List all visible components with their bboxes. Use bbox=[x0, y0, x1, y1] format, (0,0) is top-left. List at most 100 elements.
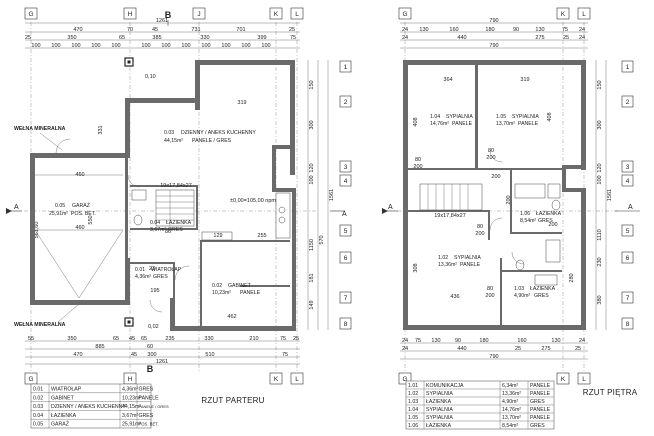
svg-text:90: 90 bbox=[513, 27, 519, 33]
svg-text:8: 8 bbox=[626, 321, 630, 328]
svg-text:570: 570 bbox=[319, 235, 325, 244]
table-row: 1.06 ŁAZIENKA 8,54m² GRES bbox=[408, 423, 545, 429]
svg-text:440: 440 bbox=[457, 35, 466, 41]
svg-text:550: 550 bbox=[88, 215, 94, 224]
svg-text:275: 275 bbox=[535, 35, 544, 41]
svg-text:2: 2 bbox=[626, 99, 630, 106]
svg-text:180: 180 bbox=[479, 338, 488, 344]
ground-section-a: A A bbox=[6, 204, 347, 218]
upper-grid-bubbles: G K L G K L bbox=[398, 7, 591, 385]
ground-chimneys: 0,10 0,02 bbox=[124, 57, 159, 330]
room-1-04: 1.04 SYPIALNIA 14,76m² PANELE bbox=[430, 114, 473, 127]
svg-text:440: 440 bbox=[457, 346, 466, 352]
room-1-03: 1.03 ŁAZIENKA 4,90m² GRES bbox=[514, 286, 556, 299]
svg-text:160: 160 bbox=[449, 27, 458, 33]
ground-bathroom-fixtures bbox=[131, 189, 147, 226]
grid-label-k: K bbox=[274, 11, 279, 18]
svg-text:SYPIALNIA: SYPIALNIA bbox=[454, 255, 481, 261]
level-marker: ±0,00=105,00 npm bbox=[230, 198, 276, 204]
svg-text:100: 100 bbox=[31, 43, 40, 49]
svg-text:460: 460 bbox=[75, 172, 84, 178]
svg-text:330: 330 bbox=[200, 35, 209, 41]
svg-text:14,76m²: 14,76m² bbox=[430, 121, 449, 127]
svg-text:SYPIALNIA: SYPIALNIA bbox=[426, 407, 453, 413]
svg-text:24: 24 bbox=[402, 35, 408, 41]
upper-room-labels: 1.04 SYPIALNIA 14,76m² PANELE 1.05 SYPIA… bbox=[430, 114, 562, 299]
svg-text:PANELE / GRES: PANELE / GRES bbox=[139, 404, 169, 409]
svg-text:180: 180 bbox=[485, 27, 494, 33]
svg-text:PANELE: PANELE bbox=[530, 391, 551, 397]
svg-text:100: 100 bbox=[71, 43, 80, 49]
svg-text:200: 200 bbox=[548, 222, 557, 228]
svg-text:210: 210 bbox=[249, 336, 258, 342]
svg-text:23: 23 bbox=[149, 266, 155, 272]
upper-door-dims: 80 200 80 200 80 200 80 200 bbox=[413, 148, 495, 299]
svg-text:100: 100 bbox=[261, 43, 270, 49]
svg-text:100: 100 bbox=[51, 43, 60, 49]
svg-text:701: 701 bbox=[236, 27, 245, 33]
table-row: 1.05 SYPIALNIA 13,70m² PANELE bbox=[408, 415, 551, 421]
svg-text:1.03: 1.03 bbox=[514, 286, 524, 292]
svg-text:1561: 1561 bbox=[607, 189, 613, 201]
svg-text:460: 460 bbox=[75, 225, 84, 231]
svg-text:GABINET: GABINET bbox=[51, 395, 75, 401]
dim-total-bottom: 1261 bbox=[156, 359, 168, 365]
grid-row-4: 4 bbox=[344, 178, 348, 185]
svg-text:POS. BET.: POS. BET. bbox=[71, 211, 96, 217]
svg-text:120: 120 bbox=[597, 163, 603, 172]
section-marker-b-bottom: B bbox=[147, 364, 154, 374]
svg-text:8,54m²: 8,54m² bbox=[502, 423, 518, 429]
ground-interior-walls bbox=[125, 158, 290, 328]
svg-text:ŁAZIENKA: ŁAZIENKA bbox=[426, 399, 452, 405]
svg-text:230: 230 bbox=[597, 257, 603, 266]
grid-label-g: G bbox=[28, 11, 33, 18]
svg-text:GRES: GRES bbox=[139, 413, 154, 419]
svg-text:319: 319 bbox=[237, 100, 246, 106]
svg-text:1.02: 1.02 bbox=[408, 391, 418, 397]
svg-text:5: 5 bbox=[626, 228, 630, 235]
svg-text:130: 130 bbox=[431, 338, 440, 344]
svg-text:0.04: 0.04 bbox=[150, 220, 160, 226]
svg-text:13,36m²: 13,36m² bbox=[502, 391, 521, 397]
ground-doors bbox=[55, 138, 190, 313]
svg-text:885: 885 bbox=[95, 344, 104, 350]
svg-text:G: G bbox=[402, 376, 407, 383]
upper-stairs: 19x17,84x27 bbox=[419, 183, 483, 219]
table-row: 1.03 ŁAZIENKA 4,90m² GRES bbox=[408, 399, 545, 405]
svg-text:6,34m²: 6,34m² bbox=[502, 383, 518, 389]
svg-text:ŁAZIENKA: ŁAZIENKA bbox=[166, 220, 192, 226]
svg-text:200: 200 bbox=[506, 195, 512, 204]
svg-text:470: 470 bbox=[73, 27, 82, 33]
svg-text:DZIENNY / ANEKS KUCHENNY: DZIENNY / ANEKS KUCHENNY bbox=[51, 404, 126, 410]
svg-text:462: 462 bbox=[227, 314, 236, 320]
svg-text:3,67m²: 3,67m² bbox=[122, 413, 138, 419]
svg-text:PANELE: PANELE bbox=[460, 262, 481, 268]
svg-text:GARAŻ: GARAŻ bbox=[72, 202, 90, 209]
svg-text:790: 790 bbox=[489, 354, 498, 360]
svg-text:14,76m²: 14,76m² bbox=[502, 407, 521, 413]
svg-text:13,36m²: 13,36m² bbox=[438, 262, 457, 268]
svg-text:0,02: 0,02 bbox=[148, 324, 159, 330]
svg-text:130: 130 bbox=[551, 338, 560, 344]
upper-doors bbox=[489, 149, 525, 265]
grid-label-h: H bbox=[128, 11, 133, 18]
svg-text:PANELE: PANELE bbox=[518, 121, 539, 127]
svg-text:0.03: 0.03 bbox=[33, 404, 43, 410]
svg-text:ŁAZIENKA: ŁAZIENKA bbox=[536, 211, 562, 217]
svg-text:0.02: 0.02 bbox=[33, 395, 43, 401]
svg-text:25: 25 bbox=[563, 35, 569, 41]
svg-text:GABINET: GABINET bbox=[228, 283, 252, 289]
svg-text:45: 45 bbox=[131, 352, 137, 358]
room-0-05: 0.05 GARAŻ 25,91m² POS. BET. bbox=[49, 202, 96, 217]
grid-row-5: 5 bbox=[344, 228, 348, 235]
ground-interior-dims: 319 460 460 129 255 195 462 86 23 bbox=[75, 100, 266, 320]
svg-text:0,10: 0,10 bbox=[145, 74, 156, 80]
grid-label-l-bottom: L bbox=[295, 376, 299, 383]
svg-text:GARAŻ: GARAŻ bbox=[51, 421, 69, 428]
svg-text:60: 60 bbox=[147, 344, 153, 350]
svg-text:L: L bbox=[582, 11, 586, 18]
svg-text:PANELE: PANELE bbox=[139, 395, 160, 401]
svg-text:1.04: 1.04 bbox=[408, 407, 418, 413]
wool-label-bottom: WEŁNA MINERALNA bbox=[14, 322, 66, 328]
table-row: 1.01 KOMUNIKACJA 6,34m² PANELE bbox=[408, 383, 551, 389]
